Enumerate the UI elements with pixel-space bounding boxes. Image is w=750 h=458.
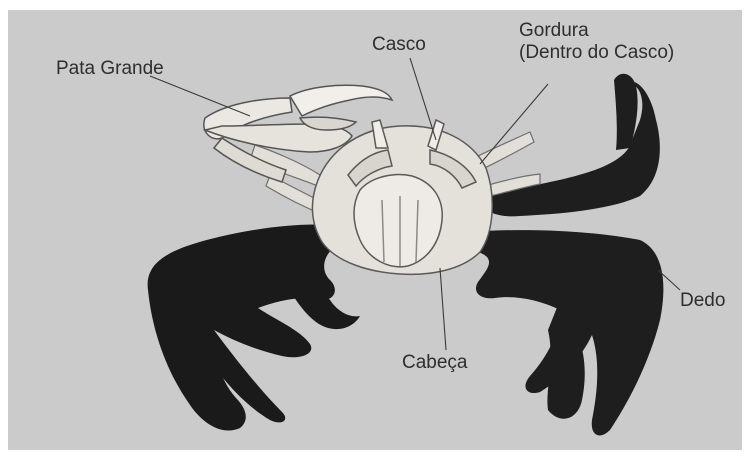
label-gordura-line1: Gordura <box>519 20 674 42</box>
label-casco: Casco <box>372 34 426 56</box>
label-pata-grande: Pata Grande <box>56 58 164 80</box>
label-gordura-line2: (Dentro do Casco) <box>519 42 674 64</box>
label-gordura: Gordura (Dentro do Casco) <box>519 20 674 64</box>
label-dedo: Dedo <box>680 290 725 312</box>
label-cabeca: Cabeça <box>402 352 468 374</box>
